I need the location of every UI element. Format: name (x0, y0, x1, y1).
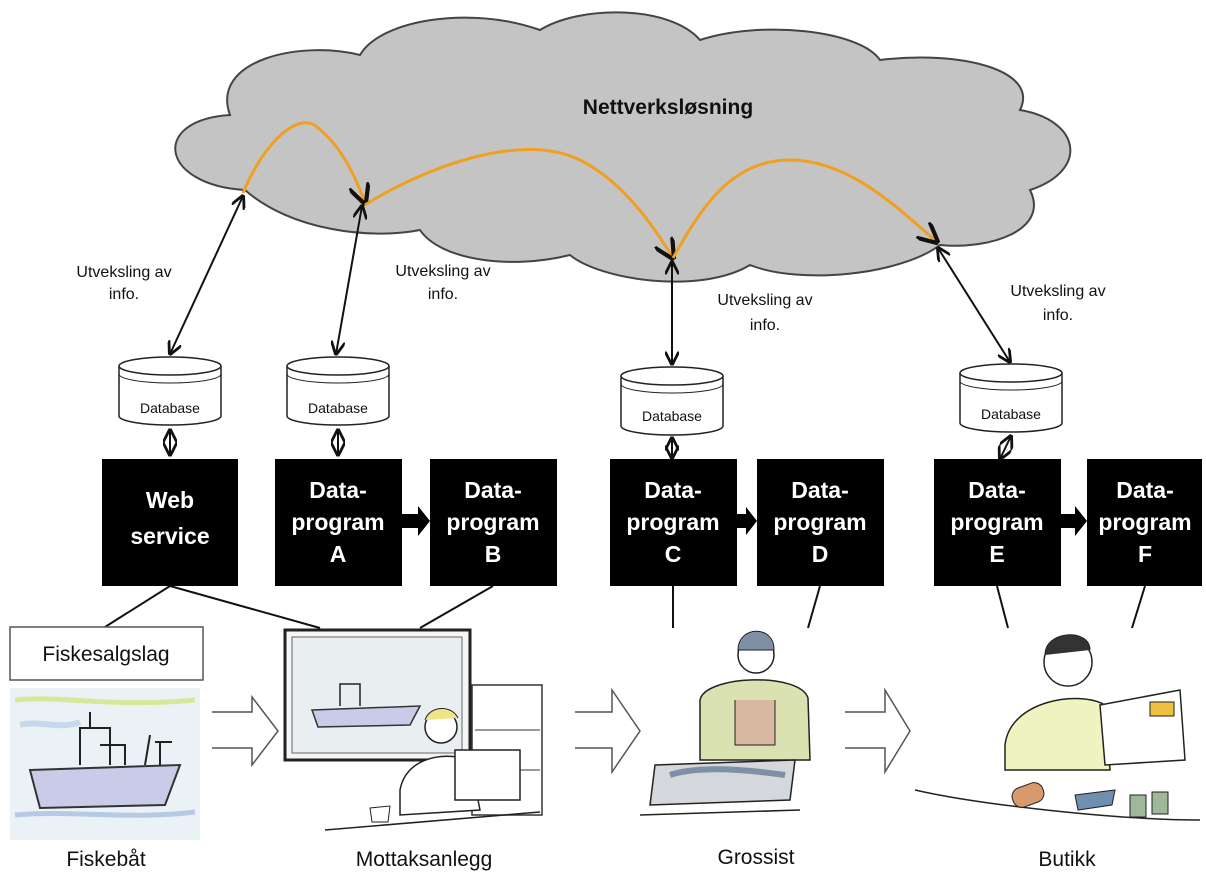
program-label-line2: program (773, 509, 866, 535)
program-label-line3: D (812, 541, 829, 567)
program-label-line2: program (291, 509, 384, 535)
program-label-line1: Data- (1116, 477, 1174, 503)
fiskesalgslag-box: Fiskesalgslag (9, 626, 204, 681)
database-3: Database (620, 366, 724, 436)
program-label-line3: F (1138, 541, 1152, 567)
program-label-line2: program (1098, 509, 1191, 535)
program-a: Data- program A (275, 459, 402, 586)
program-label-line3: A (330, 541, 347, 567)
exchange-label-line1: Utveksling av (1010, 283, 1105, 300)
program-label-line2: program (446, 509, 539, 535)
program-label-line1: Data- (644, 477, 702, 503)
fiskesalgslag-label: Fiskesalgslag (42, 643, 169, 666)
program-web-service: Web service (102, 459, 238, 586)
network-cloud: Nettverksløsning (174, 11, 1072, 283)
program-e: Data- program E (934, 459, 1061, 586)
program-label-line1: Data- (464, 477, 522, 503)
program-label-line1: Data- (309, 477, 367, 503)
fishing-boat-illustration (10, 688, 200, 840)
program-b: Data- program B (430, 459, 557, 586)
location-label-mottaksanlegg: Mottaksanlegg (356, 848, 493, 871)
exchange-label-line2: info. (1043, 307, 1073, 324)
program-label-line1: Web (146, 487, 194, 513)
location-label-fiskebat: Fiskebåt (66, 848, 146, 871)
database-label: Database (308, 400, 368, 416)
program-label-line3: B (485, 541, 502, 567)
shop-illustration (914, 634, 1201, 821)
exchange-label-2: Utveksling av info. (395, 263, 490, 303)
network-hops (241, 121, 937, 258)
program-label-line3: C (665, 541, 682, 567)
wholesaler-illustration (639, 630, 811, 816)
exchange-label-3: Utveksling av info. (717, 292, 812, 334)
exchange-label-line1: Utveksling av (395, 263, 490, 280)
program-label-line2: program (626, 509, 719, 535)
exchange-label-1: Utveksling av info. (76, 264, 171, 303)
program-flow-arrows (402, 506, 1087, 536)
program-label-line2: program (950, 509, 1043, 535)
program-f: Data- program F (1087, 459, 1202, 586)
program-c: Data- program C (610, 459, 737, 586)
database-1: Database (118, 356, 222, 426)
exchange-label-line2: info. (428, 286, 458, 303)
exchange-label-4: Utveksling av info. (1010, 283, 1105, 324)
exchange-arrows (170, 196, 1010, 364)
database-label: Database (140, 400, 200, 416)
program-label-line3: E (989, 541, 1004, 567)
program-label-line1: Data- (968, 477, 1026, 503)
receiving-plant-illustration (283, 628, 543, 831)
database-2: Database (286, 356, 390, 426)
program-label-line1: Data- (791, 477, 849, 503)
location-label-grossist: Grossist (717, 846, 794, 869)
program-d: Data- program D (757, 459, 884, 586)
program-label-line2: service (130, 523, 209, 549)
database-4: Database (959, 363, 1063, 433)
connector-lines (104, 585, 1146, 629)
scene-flow-arrows (212, 687, 911, 775)
database-label: Database (981, 406, 1041, 422)
exchange-label-line1: Utveksling av (717, 292, 812, 309)
location-label-butikk: Butikk (1038, 848, 1096, 871)
exchange-label-line1: Utveksling av (76, 264, 171, 281)
exchange-label-line2: info. (750, 317, 780, 334)
exchange-label-line2: info. (109, 286, 139, 303)
cloud-title: Nettverksløsning (583, 96, 753, 119)
db-program-arrows (170, 430, 1011, 459)
database-label: Database (642, 408, 702, 424)
